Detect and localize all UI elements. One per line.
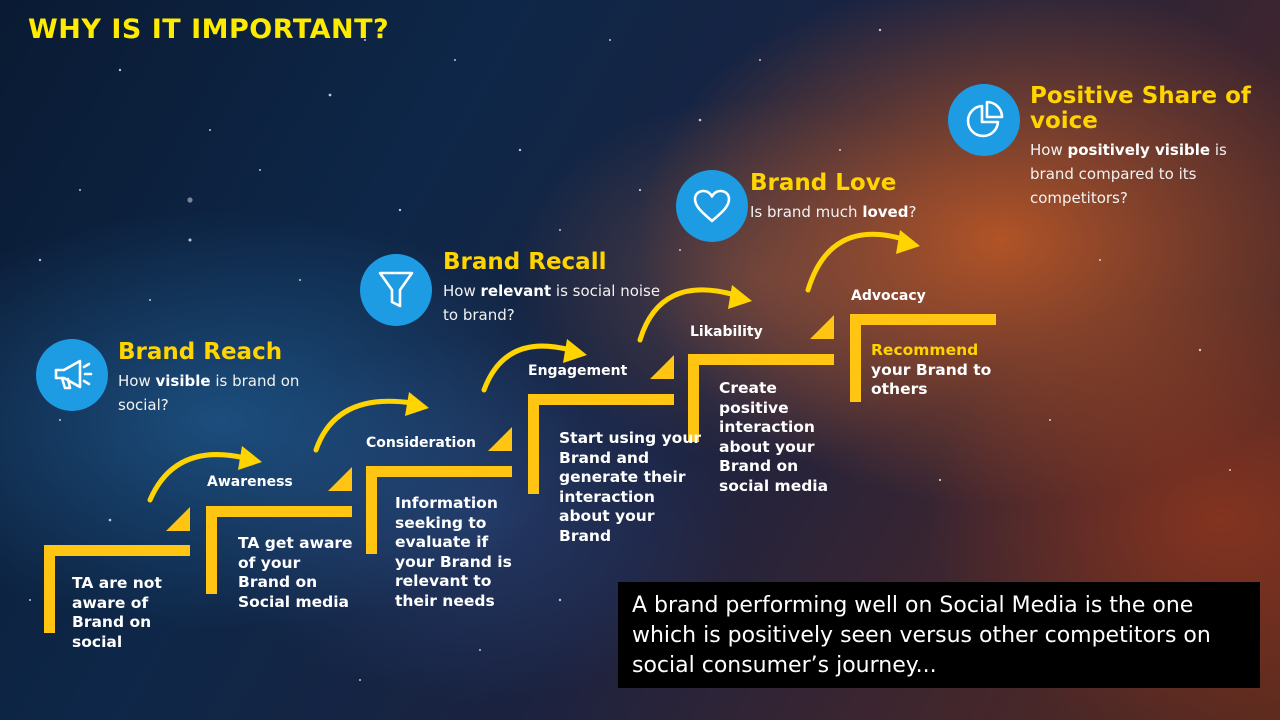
stage-label-likability: Likability [690,324,763,340]
arrow-4-head [728,285,752,309]
pie-chart-icon [948,84,1020,156]
metric-brand-reach: Brand Reach How visible is brand on soci… [118,340,348,417]
metric-title: Positive Share of voice [1030,83,1251,134]
step-6-riser [850,314,861,402]
metric-title: Brand Recall [443,249,607,275]
metric-description: Is brand much loved? [750,203,917,221]
step-2-tread [206,506,352,517]
step-6-tread [850,314,996,325]
stage-text-consideration: Information seeking to evaluate if your … [395,494,512,610]
stage-label-engagement: Engagement [528,363,628,379]
step-3-wedge [488,427,512,451]
metric-title: Brand Reach [118,339,283,365]
page-title: WHY IS IT IMPORTANT? [28,14,390,45]
step-3-tread [366,466,512,477]
stage-label-awareness: Awareness [207,474,293,490]
summary-quote: A brand performing well on Social Media … [618,582,1260,688]
arrow-2-head [405,392,429,416]
arrow-1-head [238,446,262,470]
metric-positive-share-of-voice: Positive Share of voice How positively v… [1030,84,1265,210]
arrow-3 [481,343,573,393]
step-2-wedge [328,467,352,491]
metric-description: How visible is brand on social? [118,372,300,414]
metric-description: How relevant is social noise to brand? [443,282,661,324]
step-3-riser [366,466,377,554]
stage-label-consideration: Consideration [366,435,476,451]
stage-text-engagement: Start using your Brand and generate thei… [559,429,702,545]
stage-text-highlight: Recommend [871,341,979,359]
step-2-riser [206,506,217,594]
step-5-riser [688,354,699,442]
metric-description: How positively visible is brand compared… [1030,141,1227,207]
metric-brand-love: Brand Love Is brand much loved? [750,171,940,224]
step-5-wedge [810,315,834,339]
arrow-4 [637,287,738,343]
stage-text-unaware: TA are not aware of Brand on social [72,574,162,651]
step-4-riser [528,394,539,494]
step-1-riser [44,545,55,633]
arrow-5-head [896,230,920,254]
arrow-1 [147,452,248,503]
metric-brand-recall: Brand Recall How relevant is social nois… [443,250,673,327]
step-4-wedge [650,355,674,379]
step-1-wedge [166,507,190,531]
arrow-5 [805,231,906,293]
stage-label-advocacy: Advocacy [851,288,926,304]
arrow-2 [313,398,415,453]
step-5-tread [688,354,834,365]
stage-text-awareness: TA get aware of your Brand on Social med… [238,534,353,611]
step-1-tread [44,545,190,556]
heart-icon [676,170,748,242]
megaphone-icon [36,339,108,411]
arrow-3-head [563,339,587,363]
metric-title: Brand Love [750,170,897,196]
step-4-tread [528,394,674,405]
stage-text-likability: Create positive interaction about your B… [719,379,829,495]
funnel-icon [360,254,432,326]
